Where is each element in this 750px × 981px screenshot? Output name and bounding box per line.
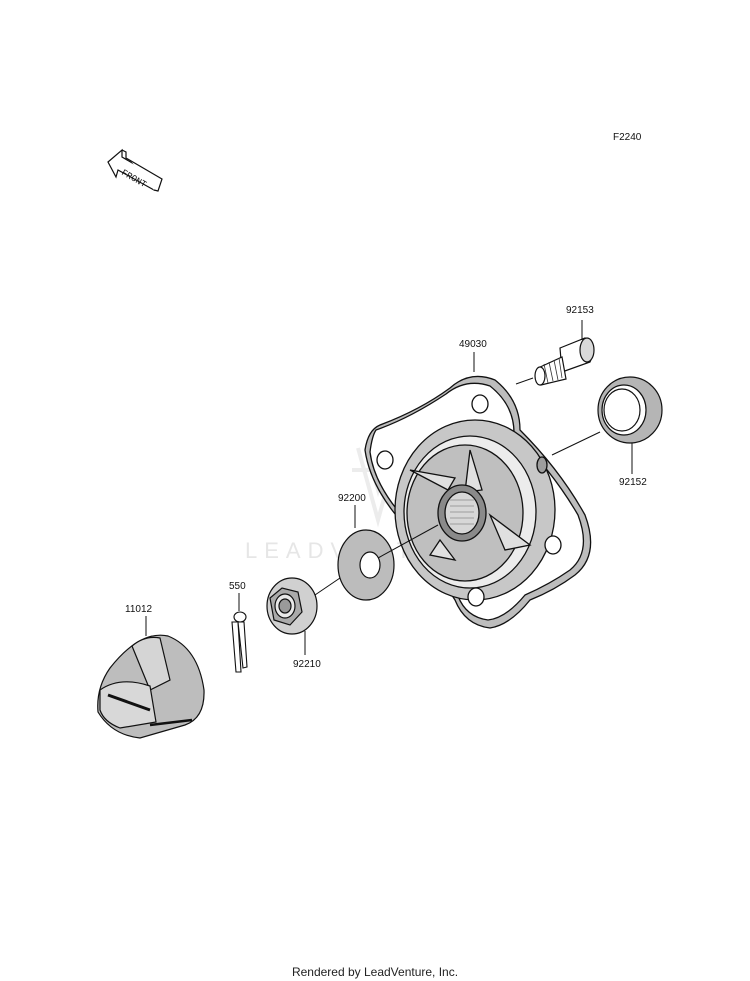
oil-seal [597,376,663,444]
part-label-92153[interactable]: 92153 [566,305,594,316]
part-label-11012[interactable]: 11012 [125,604,153,615]
footer-credit: Rendered by LeadVenture, Inc. [291,965,459,979]
part-label-92152[interactable]: 92152 [619,477,647,488]
washer [337,529,395,601]
leader-92153b [515,377,534,385]
cotter-pin [231,611,248,673]
leader-92200-axis [377,524,439,559]
hub [364,375,592,629]
flange-nut [266,577,318,635]
figure-code: F2240 [613,132,642,143]
leader-92210-axis [311,577,341,598]
wheel-bolt [534,337,595,386]
leader-92152-axis [551,431,601,456]
part-label-49030[interactable]: 49030 [459,339,487,350]
front-arrow-icon: FRONT [107,148,163,192]
part-label-550[interactable]: 550 [229,581,246,592]
part-label-92210[interactable]: 92210 [293,659,321,670]
hub-cap [97,634,205,739]
part-label-92200[interactable]: 92200 [338,493,366,504]
